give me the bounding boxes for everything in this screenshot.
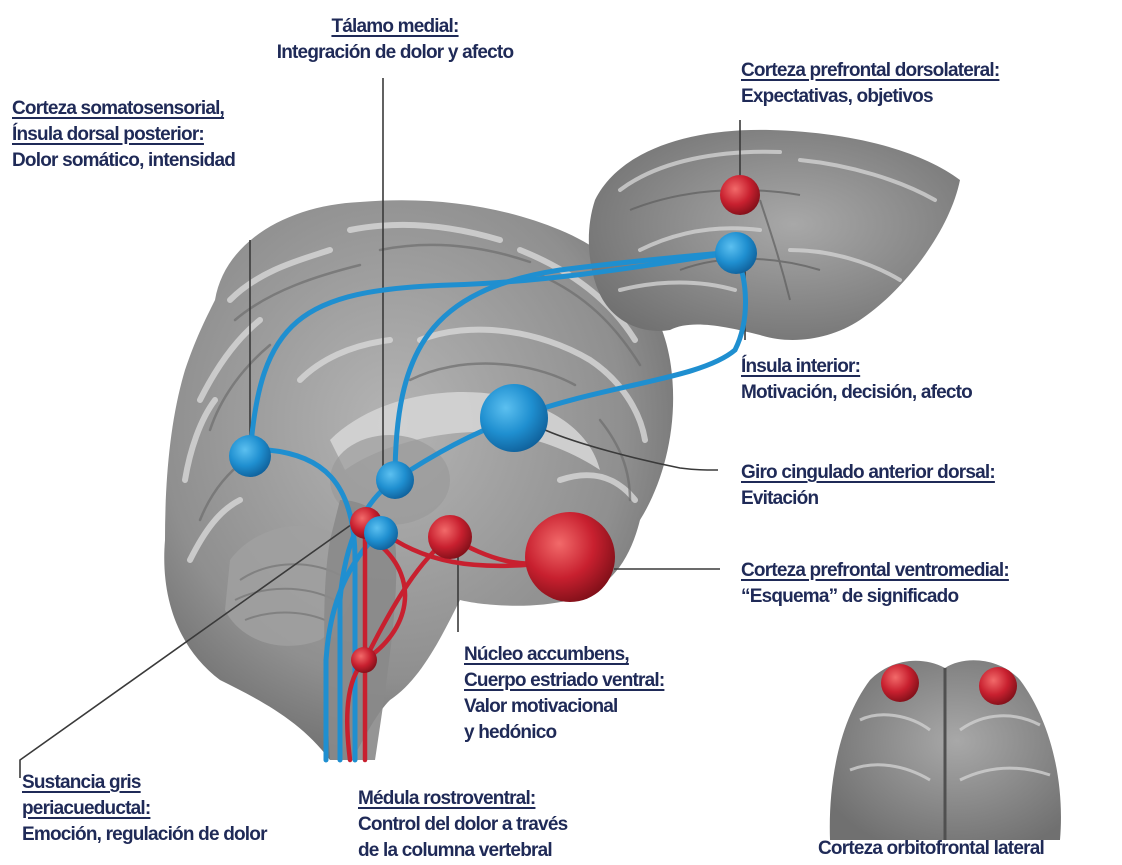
label-dlpfc: Corteza prefrontal dorsolateral: Expecta… bbox=[741, 58, 999, 110]
red-node-nucleus-accumbens bbox=[428, 515, 472, 559]
label-rvm: Médula rostroventral: Control del dolor … bbox=[358, 786, 567, 864]
label-anterior-insula: Ínsula interior: Motivación, decisión, a… bbox=[741, 354, 972, 406]
red-node-lofc-right bbox=[979, 667, 1017, 705]
label-nucleus-accumbens-title-2: Cuerpo estriado ventral: bbox=[464, 670, 664, 691]
blue-node-thalamus bbox=[376, 461, 414, 499]
label-somatosensory: Corteza somatosensorial, Ínsula dorsal p… bbox=[12, 96, 235, 174]
label-anterior-insula-desc: Motivación, decisión, afecto bbox=[741, 380, 972, 406]
label-somatosensory-title-1: Corteza somatosensorial, bbox=[12, 98, 224, 119]
label-lofc: Corteza orbitofrontal lateral bbox=[818, 836, 1044, 862]
label-rvm-desc-1: Control del dolor a través bbox=[358, 812, 567, 838]
label-vmpfc-desc: “Esquema” de significado bbox=[741, 584, 1009, 610]
orbitofrontal-brain-image bbox=[830, 660, 1061, 840]
label-pag: Sustancia gris periacueductal: Emoción, … bbox=[22, 770, 267, 848]
blue-node-dacc bbox=[480, 384, 548, 452]
label-dacc-desc: Evitación bbox=[741, 486, 995, 512]
red-node-lofc-left bbox=[881, 664, 919, 702]
red-node-dlpfc bbox=[720, 175, 760, 215]
label-medial-thalamus-title: Tálamo medial: bbox=[331, 16, 458, 37]
label-medial-thalamus: Tálamo medial: Integración de dolor y af… bbox=[230, 14, 560, 66]
blue-node-anterior-insula bbox=[715, 232, 757, 274]
label-nucleus-accumbens-title-1: Núcleo accumbens, bbox=[464, 644, 629, 665]
label-dacc-title: Giro cingulado anterior dorsal: bbox=[741, 462, 995, 483]
label-somatosensory-desc: Dolor somático, intensidad bbox=[12, 148, 235, 174]
label-dacc: Giro cingulado anterior dorsal: Evitació… bbox=[741, 460, 995, 512]
red-node-rvm bbox=[351, 647, 377, 673]
label-pag-desc: Emoción, regulación de dolor bbox=[22, 822, 267, 848]
blue-node-somatosensory bbox=[229, 435, 271, 477]
label-pag-title-1: Sustancia gris bbox=[22, 772, 141, 793]
red-node-vmpfc bbox=[525, 512, 615, 602]
blue-node-pag bbox=[364, 516, 398, 550]
label-anterior-insula-title: Ínsula interior: bbox=[741, 356, 860, 377]
label-nucleus-accumbens-desc-1: Valor motivacional bbox=[464, 694, 664, 720]
label-medial-thalamus-desc: Integración de dolor y afecto bbox=[230, 40, 560, 66]
label-rvm-desc-2: de la columna vertebral bbox=[358, 838, 567, 864]
label-pag-title-2: periacueductal: bbox=[22, 798, 150, 819]
label-dlpfc-desc: Expectativas, objetivos bbox=[741, 84, 999, 110]
label-rvm-title: Médula rostroventral: bbox=[358, 788, 535, 809]
label-somatosensory-title-2: Ínsula dorsal posterior: bbox=[12, 124, 204, 145]
label-dlpfc-title: Corteza prefrontal dorsolateral: bbox=[741, 60, 999, 81]
label-nucleus-accumbens: Núcleo accumbens, Cuerpo estriado ventra… bbox=[464, 642, 664, 746]
label-lofc-title: Corteza orbitofrontal lateral bbox=[818, 836, 1044, 862]
label-vmpfc: Corteza prefrontal ventromedial: “Esquem… bbox=[741, 558, 1009, 610]
label-nucleus-accumbens-desc-2: y hedónico bbox=[464, 720, 664, 746]
lateral-brain-image bbox=[589, 130, 960, 340]
label-vmpfc-title: Corteza prefrontal ventromedial: bbox=[741, 560, 1009, 581]
